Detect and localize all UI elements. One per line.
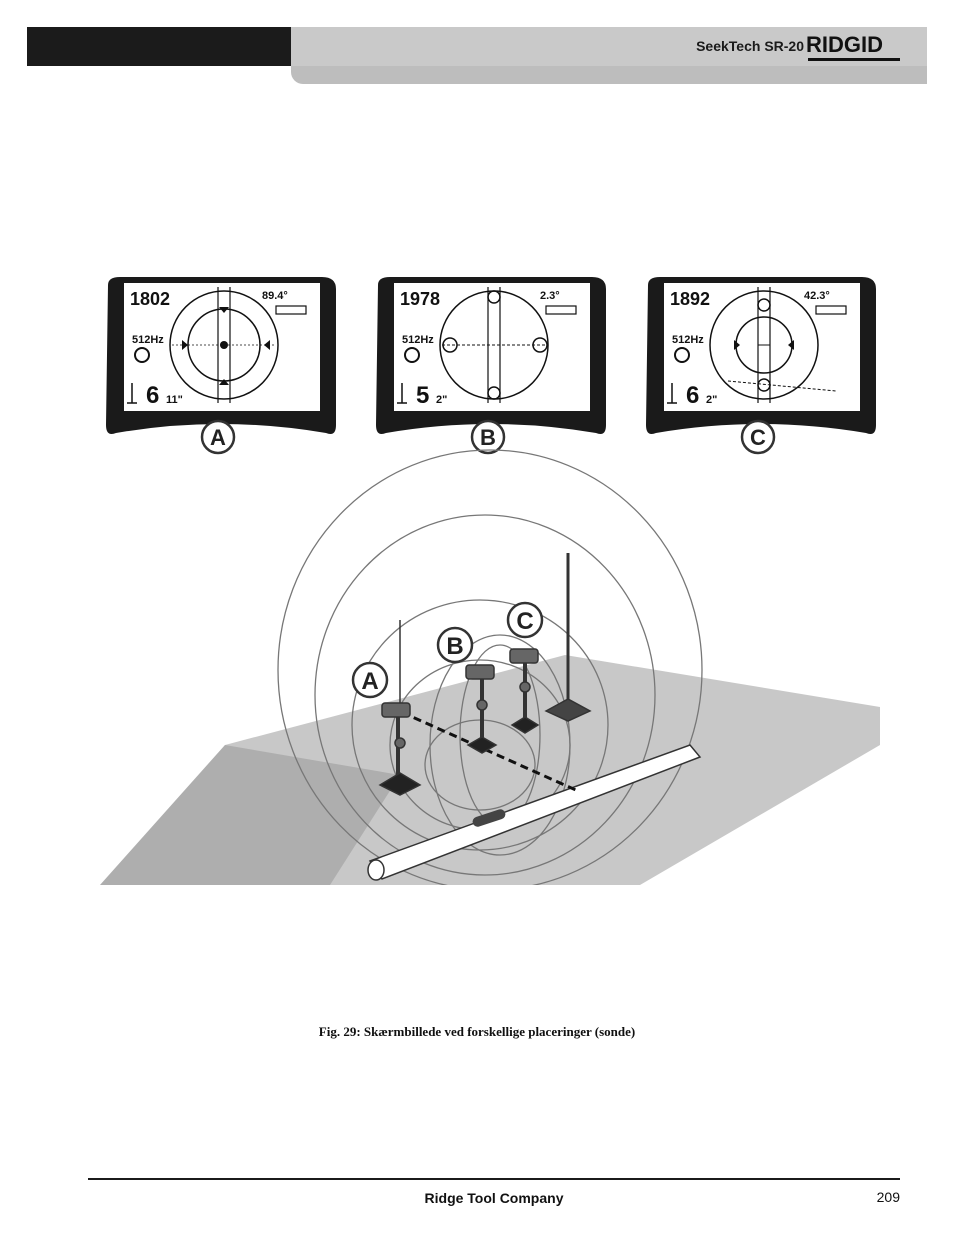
screen-b-depth-inches: 2": [436, 394, 447, 406]
screen-a: 1802 89.4° 512Hz 6 11" A: [106, 277, 336, 455]
field-illustration: A B C: [100, 449, 880, 885]
header-tab: [291, 66, 927, 84]
header-black-bar: [27, 27, 291, 66]
screen-c-angle: 42.3°: [804, 290, 830, 302]
screen-b-signal: 512Hz: [402, 334, 434, 346]
position-label-a: A: [361, 668, 378, 695]
screen-b-depth-feet: 5: [416, 382, 429, 409]
product-title: SeekTech SR-20: [696, 38, 804, 54]
screen-a-angle: 89.4°: [262, 290, 288, 302]
screen-a-signal: 512Hz: [132, 334, 164, 346]
logo-text: RIDGID: [806, 32, 883, 57]
screen-a-count: 1802: [130, 289, 170, 309]
screen-c-signal: 512Hz: [672, 334, 704, 346]
screen-c-depth-feet: 6: [686, 382, 699, 409]
footer-company: Ridge Tool Company: [424, 1190, 564, 1206]
locator-b: [465, 664, 498, 754]
screen-a-depth-inches: 11": [166, 394, 183, 406]
screen-b-label: B: [480, 425, 496, 450]
screen-c: 1892 42.3° 512Hz 6 2" C: [646, 277, 876, 455]
screen-c-count: 1892: [670, 289, 710, 309]
ridgid-logo: RIDGID: [806, 33, 902, 61]
screen-b: 1978 2.3° 512Hz 5 2" B: [376, 277, 606, 455]
position-label-c: C: [516, 608, 533, 635]
screen-c-depth-inches: 2": [706, 394, 717, 406]
sonde-locating-figure: 1802 89.4° 512Hz 6 11" A 1978 2.3° 512Hz: [100, 277, 880, 885]
page-number: 209: [876, 1189, 900, 1205]
figure-caption: Fig. 29: Skærmbillede ved forskellige pl…: [318, 1024, 636, 1039]
screen-a-label: A: [210, 425, 226, 450]
screen-c-label: C: [750, 425, 766, 450]
locator-antenna: [544, 553, 592, 722]
locator-c: [509, 648, 540, 734]
locator-a: [378, 620, 422, 796]
screen-b-count: 1978: [400, 289, 440, 309]
screen-a-depth-feet: 6: [146, 382, 159, 409]
screen-b-angle: 2.3°: [540, 290, 560, 302]
position-labels: A B C: [351, 601, 544, 699]
pipe: [367, 744, 702, 881]
position-label-b: B: [446, 633, 463, 660]
footer-rule: [88, 1178, 900, 1180]
